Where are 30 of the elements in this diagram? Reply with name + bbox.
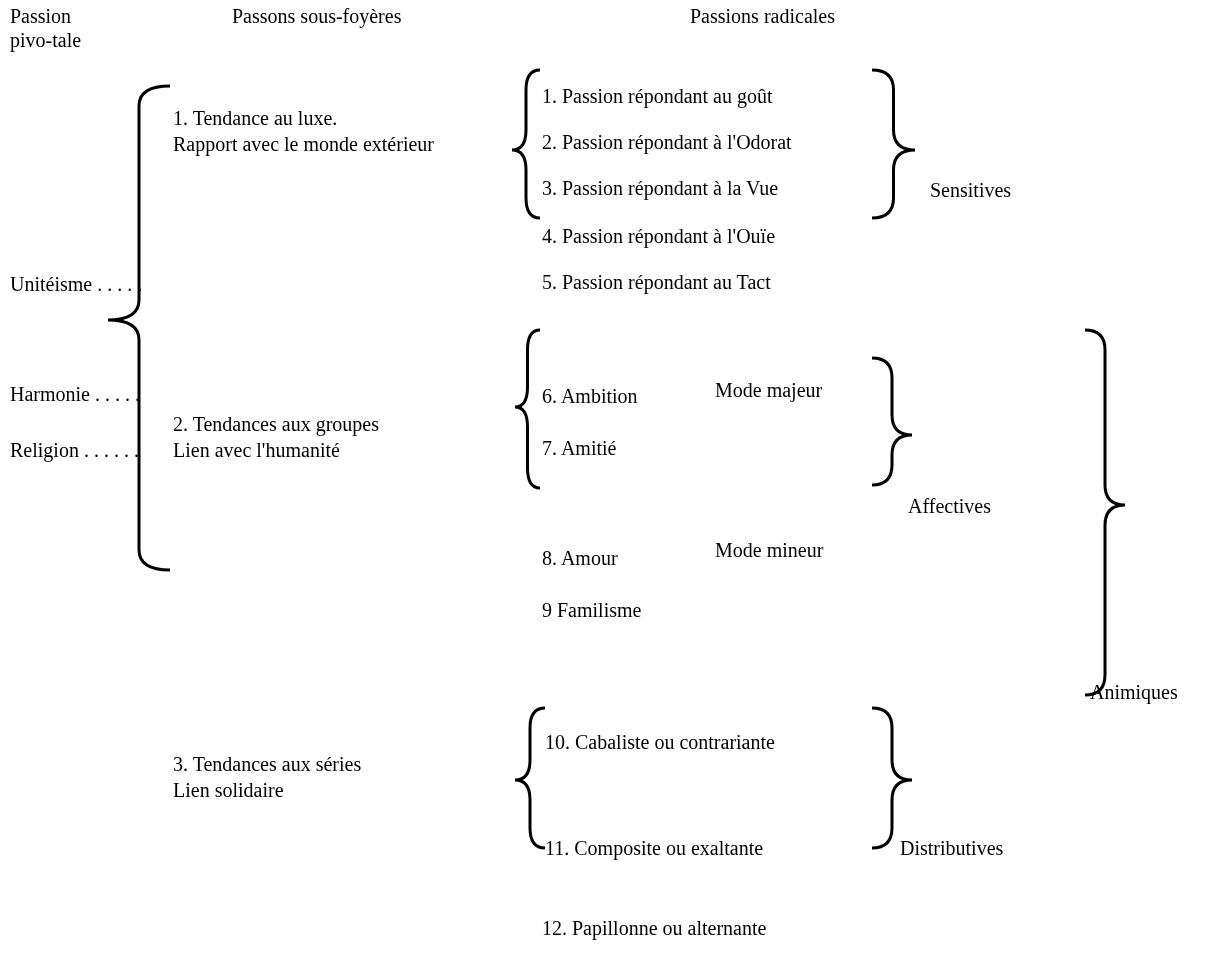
list-item: 5. Passion répondant au Tact: [542, 270, 771, 294]
category-label: Distributives: [900, 836, 1004, 860]
pivot-label: Unitéisme . . . . .: [10, 272, 144, 296]
pivot-label: Harmonie . . . . .: [10, 382, 141, 406]
group-label: 2. Tendances aux groupes: [173, 412, 379, 436]
column-heading: Passons sous-foyères: [232, 4, 402, 28]
category-label: Animiques: [1090, 680, 1178, 704]
pivot-label: Religion . . . . . .: [10, 438, 140, 462]
list-item: 2. Passion répondant à l'Odorat: [542, 130, 792, 154]
list-item: 1. Passion répondant au goût: [542, 84, 773, 108]
group-description: Lien solidaire: [173, 778, 284, 802]
mode-label: Mode mineur: [715, 538, 824, 562]
mode-label: Mode majeur: [715, 378, 823, 402]
group-description: Rapport avec le monde extérieur: [173, 132, 434, 156]
group-description: Lien avec l'humanité: [173, 438, 340, 462]
column-heading: Passions radicales: [690, 4, 835, 28]
category-label: Sensitives: [930, 178, 1012, 202]
list-item: 12. Papillonne ou alternante: [542, 916, 767, 940]
group-label: 1. Tendance au luxe.: [173, 106, 338, 130]
list-item: 8. Amour: [542, 546, 618, 570]
list-item: 7. Amitié: [542, 436, 617, 460]
list-item: 9 Familisme: [542, 598, 642, 622]
list-item: 6. Ambition: [542, 384, 638, 408]
group-label: 3. Tendances aux séries: [173, 752, 362, 776]
column-heading: Passion pivo-tale: [10, 4, 83, 52]
list-item: 10. Cabaliste ou contrariante: [545, 730, 775, 754]
list-item: 4. Passion répondant à l'Ouïe: [542, 224, 775, 248]
category-label: Affectives: [908, 494, 991, 518]
list-item: 3. Passion répondant à la Vue: [542, 176, 779, 200]
list-item: 11. Composite ou exaltante: [545, 836, 764, 860]
